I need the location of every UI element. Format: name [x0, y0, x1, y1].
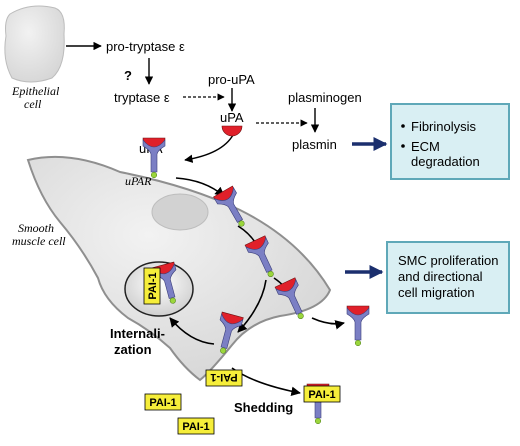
pai-1-free-1-text: PAI-1	[149, 397, 176, 409]
pai-1-shed-text: PAI-1	[308, 389, 335, 401]
pai-1-complex: PAI-1	[205, 369, 243, 387]
branch-arrow-down	[237, 279, 267, 333]
bullet-1	[401, 124, 405, 128]
pai-1-free-1: PAI-1	[144, 393, 182, 411]
migration-arrow-4	[311, 317, 345, 330]
pai-1-shed: PAI-1	[303, 385, 341, 403]
plasminogen-label: plasminogen	[288, 90, 362, 105]
epithelial-cell-label-2: cell	[24, 97, 42, 111]
plasmin-label: plasmin	[292, 137, 337, 152]
box2-line-1: SMC proliferation	[398, 253, 498, 268]
epithelial-cell-label-1: Epithelial	[11, 84, 60, 98]
shedding-label: Shedding	[234, 400, 293, 415]
tryptase-label: tryptase ε	[114, 90, 170, 105]
outcome-box-1	[390, 103, 510, 180]
pai-1-free-2-text: PAI-1	[182, 421, 209, 433]
internalization-arrow	[169, 317, 215, 345]
question-mark: ?	[124, 68, 132, 83]
smooth-muscle-label-1: Smooth	[18, 221, 54, 235]
outcome-box-2	[386, 241, 510, 314]
box1-line-1: Fibrinolysis	[411, 119, 477, 134]
box1-line-2: ECM	[411, 139, 440, 154]
pai-1-free-2: PAI-1	[177, 417, 215, 435]
internalization-label-1: Internali-	[110, 326, 165, 341]
receptor-5	[346, 305, 370, 347]
arrow-upa-to-receptor	[184, 134, 234, 163]
epithelial-cell	[4, 5, 65, 83]
receptor-1	[142, 137, 166, 179]
pai-1-vesicle-text: PAI-1	[147, 272, 159, 299]
nucleus	[151, 193, 209, 231]
box2-line-3: cell migration	[398, 285, 475, 300]
pro-upa-label: pro-uPA	[208, 72, 255, 87]
box1-line-3: degradation	[411, 154, 480, 169]
internalization-label-2: zation	[114, 342, 152, 357]
bullet-2	[401, 144, 405, 148]
smooth-muscle-label-2: muscle cell	[12, 234, 66, 248]
pai-1-vesicle: PAI-1	[143, 267, 161, 305]
upar-label: uPAR	[125, 174, 152, 188]
upa-top-label: uPA	[220, 110, 244, 125]
pai-1-complex-text: PAI-1	[210, 371, 237, 383]
free-upa-half-disc	[221, 125, 243, 137]
pro-tryptase-label: pro-tryptase ε	[106, 39, 185, 54]
box2-line-2: and directional	[398, 269, 483, 284]
